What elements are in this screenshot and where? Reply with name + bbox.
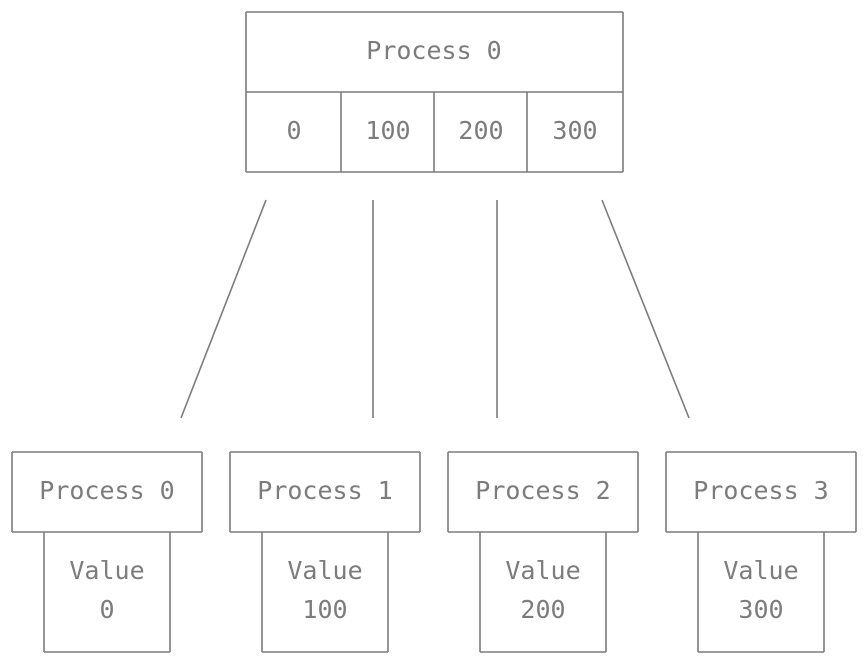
root-value-1: 100: [365, 116, 410, 145]
child-field-label: Value: [723, 556, 798, 585]
child-process-box: Process 1 Value 100: [229, 451, 421, 653]
root-value-2: 200: [458, 116, 503, 145]
root-process-box: Process 0 0 100 200 300: [245, 11, 624, 173]
child-title: Process 0: [39, 476, 174, 505]
child-process-box: Process 3 Value 300: [665, 451, 857, 653]
connector-to-process-0: [180, 199, 267, 419]
child-title: Process 2: [475, 476, 610, 505]
connector-to-process-3: [601, 199, 690, 419]
child-process-box: Process 2 Value 200: [447, 451, 639, 653]
child-field-label: Value: [287, 556, 362, 585]
child-value: 0: [99, 595, 114, 624]
child-title: Process 3: [693, 476, 828, 505]
child-value: 300: [738, 595, 783, 624]
child-process-box: Process 0 Value 0: [11, 451, 203, 653]
child-title: Process 1: [257, 476, 392, 505]
child-value: 100: [302, 595, 347, 624]
root-title: Process 0: [366, 36, 501, 65]
child-field-label: Value: [69, 556, 144, 585]
connectors: [180, 199, 690, 419]
child-value: 200: [520, 595, 565, 624]
root-value-0: 0: [286, 116, 301, 145]
root-value-3: 300: [552, 116, 597, 145]
child-field-label: Value: [505, 556, 580, 585]
